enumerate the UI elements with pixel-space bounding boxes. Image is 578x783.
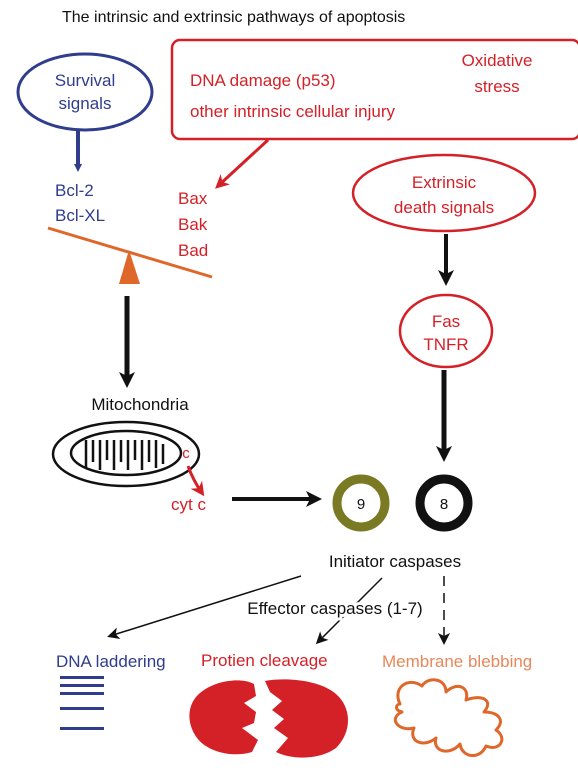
tnfr-label: TNFR [423,335,468,354]
survival-label-2: signals [59,94,112,113]
survival-signals-ellipse [16,52,154,132]
to-dna-laddering-arrow [107,575,302,640]
cyt-c-release-arrow [186,465,205,497]
balance-fulcrum [119,250,140,284]
caspase-8-ring [415,474,473,532]
bclxl-label: Bcl-XL [55,206,105,225]
mitochondrion-icon [51,420,201,488]
protein-cleavage-label: Protien cleavage [201,651,328,670]
protein-cleavage-icon [189,679,348,758]
initiator-caspases-label: Initiator caspases [329,552,461,571]
membrane-blebbing-label: Membrane blebbing [382,652,532,671]
bax-label: Bax [178,189,208,208]
cyt-c-label: cyt c [171,495,206,514]
balance-beam [47,226,213,279]
caspase-9-label: 9 [357,496,365,513]
survival-label-1: Survival [55,71,115,90]
caspase-9-ring [332,474,390,532]
stress-label: stress [474,77,519,96]
bad-label: Bad [178,241,208,260]
caspase-8-label: 8 [440,496,448,513]
mitochondria-label: Mitochondria [91,395,189,414]
effector-caspases-label: Effector caspases (1-7) [247,599,422,618]
diagram-title: The intrinsic and extrinsic pathways of … [62,9,405,26]
dna-damage-label: DNA damage (p53) [190,71,336,90]
fas-label: Fas [432,312,460,331]
intrinsic-injury-box [170,38,578,141]
cyt-c-inside-label: c [182,445,190,462]
bak-label: Bak [178,215,208,234]
bcl2-label: Bcl-2 [55,181,94,200]
dna-ladder-icon [60,676,104,730]
receptor-ellipse [398,293,494,369]
injury-arrow [215,138,270,189]
extrinsic-signals-ellipse [351,153,537,233]
to-protein-cleavage-arrow [315,577,383,645]
dna-laddering-label: DNA laddering [56,652,166,671]
extrinsic-label-1: Extrinsic [412,173,477,192]
intrinsic-injury-label: other intrinsic cellular injury [190,102,396,121]
membrane-blebbing-icon [393,678,504,757]
extrinsic-label-2: death signals [394,198,494,217]
oxidative-label: Oxidative [462,51,533,70]
